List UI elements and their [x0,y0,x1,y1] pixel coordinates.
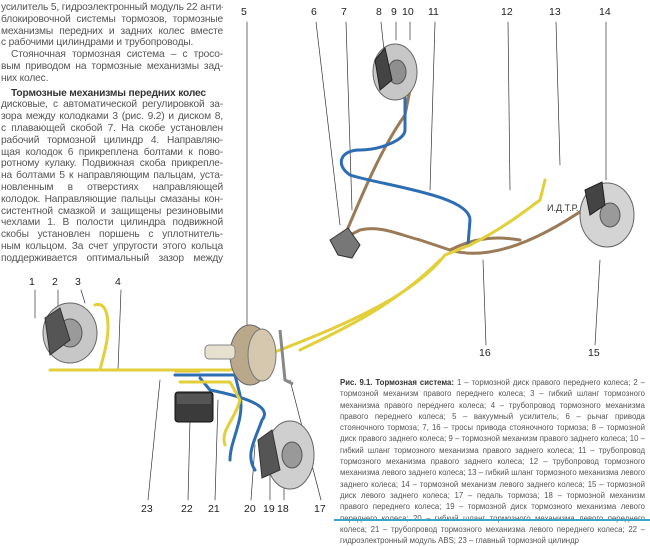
section-heading: Тормозные механизмы передних колес [11,87,206,99]
brake-system-diagram: И.Д.Т.Р. [34,21,635,501]
body-text-column: усилитель 5, гидроэлектронный модуль 22 … [1,2,223,265]
label-20: 20 [244,503,256,515]
text-line: чехлами 1. В полости цилиндра подвижной [1,217,223,229]
label-10: 10 [402,6,414,18]
label-13: 13 [549,6,561,18]
front-left-brake [257,420,315,490]
label-23: 23 [141,503,153,515]
label-1: 1 [29,276,35,288]
label-2: 2 [52,276,58,288]
label-19: 19 [263,503,275,515]
text-line: поддерживается оптимальный зазор между [1,252,223,264]
front-right-brake [42,302,98,364]
text-line: них колес. [1,72,49,84]
yellow-brake-lines [48,178,547,447]
parking-brake-lever [329,227,361,259]
label-5: 5 [241,6,247,18]
text-line: усилитель 5, гидроэлектронный модуль 22 … [1,2,223,13]
text-line: щая колодок 6 прикреплена болтами к пово… [1,146,223,158]
brake-pedal [278,329,294,386]
caption-title: Рис. 9.1. Тормозная система: [340,378,454,387]
text-line: колодок. Направляющие пальцы смазаны кон… [1,193,223,205]
text-line: ротному кулаку. Подвижная скоба прикрепл… [1,158,223,170]
text-line: скобы установлен поршень с уплотнитель- [1,229,223,241]
label-21: 21 [208,503,220,515]
text-line: механизмы передних и задних колес вместе [1,25,223,37]
text-line: новленным в отверстиях направляющей [1,181,223,193]
label-3: 3 [75,276,81,288]
text-line: рабочий тормозной цилиндр 4. Направляю- [1,134,223,146]
label-6: 6 [311,6,317,18]
label-18: 18 [277,503,289,515]
text-line: с рабочими цилиндрами и трубопроводы. [1,37,194,49]
label-17: 17 [314,503,326,515]
label-16: 16 [479,347,491,359]
label-7: 7 [341,6,347,18]
label-14: 14 [599,6,611,18]
label-8: 8 [376,6,382,18]
parking-brake-cables [338,88,592,255]
text-line: вым приводом на тормозные механизмы зад- [1,60,223,72]
rear-right-brake [372,43,418,101]
label-15: 15 [588,347,600,359]
label-11: 11 [428,6,439,18]
blue-brake-lines [173,93,472,472]
vacuum-booster [204,324,277,386]
text-line: блокировочной системы тормозов, тормозны… [1,13,223,25]
text-line: с плавающей скобой 7. На скобе установле… [1,122,223,134]
marking-text: И.Д.Т.Р. [547,203,578,213]
text-line: на болтами 5 к направляющим пальцам, уст… [1,170,223,182]
label-9: 9 [391,6,397,18]
label-22: 22 [181,503,193,515]
text-line: зора между колодками 3 (рис. 9.2) и диск… [1,111,223,123]
text-line: дисковые, с автоматической регулировкой … [1,99,223,111]
divider-rule [334,519,650,521]
abs-module [174,391,214,423]
text-line: систентной смазкой и защищены резиновыми [1,205,223,217]
label-12: 12 [501,6,513,18]
text-line: ным кольцом. За счет упругости этого кол… [1,240,223,252]
label-4: 4 [115,276,121,288]
rear-left-brake [579,181,635,248]
text-line: Стояночная тормозная система – с тросо- [11,49,223,61]
